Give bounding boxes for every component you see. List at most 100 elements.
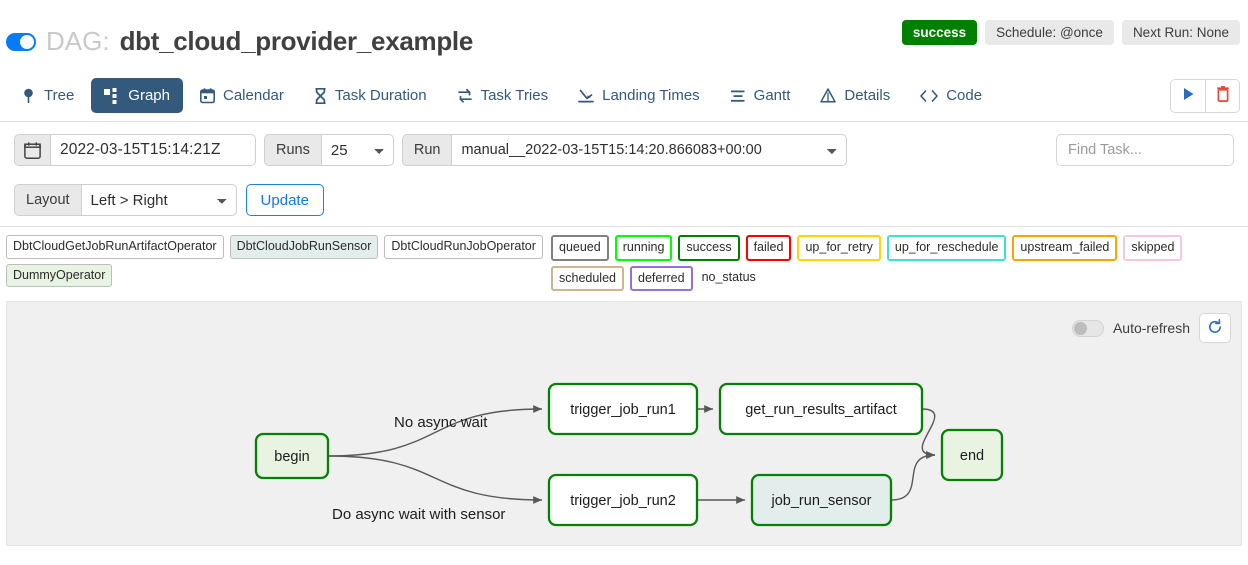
auto-refresh-toggle[interactable] bbox=[1071, 319, 1104, 337]
tab-calendar[interactable]: Calendar bbox=[187, 78, 297, 113]
calendar-icon bbox=[200, 87, 215, 104]
graph-edge-label: No async wait bbox=[394, 414, 488, 431]
dag-title: DAG: dbt_cloud_provider_example bbox=[6, 26, 473, 57]
operator-legend-chip[interactable]: DbtCloudJobRunSensor bbox=[229, 235, 379, 259]
graph-node[interactable]: trigger_job_run2 bbox=[547, 473, 699, 527]
trigger-dag-button[interactable] bbox=[1171, 79, 1205, 112]
status-legend-chip[interactable]: skipped bbox=[1123, 235, 1183, 261]
dag-label: DAG: bbox=[46, 26, 110, 56]
refresh-button[interactable] bbox=[1199, 313, 1231, 343]
graph-node[interactable]: job_run_sensor bbox=[750, 473, 893, 527]
graph-node-label: trigger_job_run2 bbox=[570, 493, 676, 509]
tab-tree[interactable]: Tree bbox=[8, 78, 87, 113]
graph-edge-labels: No async wait Do async wait with sensor bbox=[332, 414, 505, 523]
dag-name: dbt_cloud_provider_example bbox=[119, 26, 474, 56]
status-legend-chip[interactable]: success bbox=[678, 235, 740, 261]
graph-node-label: end bbox=[960, 448, 984, 464]
tab-label: Graph bbox=[128, 87, 170, 104]
next-run-badge: Next Run: None bbox=[1121, 20, 1240, 45]
update-button[interactable]: Update bbox=[245, 184, 324, 216]
graph-edges bbox=[327, 405, 936, 504]
operator-legend-chip[interactable]: DbtCloudGetJobRunArtifactOperator bbox=[6, 235, 224, 259]
refresh-icon bbox=[1207, 318, 1223, 338]
page-header: DAG: dbt_cloud_provider_example success … bbox=[0, 0, 1248, 70]
runs-label: Runs bbox=[264, 134, 322, 166]
graph-node-label: job_run_sensor bbox=[771, 493, 872, 509]
tab-label: Calendar bbox=[223, 87, 284, 104]
operator-legend-chip[interactable]: DummyOperator bbox=[6, 263, 113, 287]
tab-label: Tree bbox=[44, 87, 75, 104]
graph-node-box bbox=[547, 382, 699, 436]
hourglass-icon bbox=[314, 87, 327, 104]
dag-pause-toggle[interactable] bbox=[6, 32, 36, 51]
status-legend-chip[interactable]: scheduled bbox=[551, 265, 624, 291]
find-task-input[interactable] bbox=[1056, 134, 1234, 166]
header-badges: success Schedule: @once Next Run: None bbox=[901, 20, 1240, 45]
run-group: Run manual__2022-03-15T15:14:20.866083+0… bbox=[401, 134, 848, 166]
execution-date-group bbox=[14, 134, 256, 166]
operator-legend-chip[interactable]: DbtCloudRunJobOperator bbox=[384, 235, 543, 259]
tab-label: Task Duration bbox=[334, 87, 427, 104]
tab-label: Details bbox=[844, 87, 891, 104]
graph-edge bbox=[327, 455, 543, 504]
delete-dag-button[interactable] bbox=[1205, 79, 1239, 112]
graph-node-box bbox=[718, 382, 924, 436]
graph-node-label: trigger_job_run1 bbox=[570, 402, 676, 418]
graph-node[interactable]: trigger_job_run1 bbox=[547, 382, 699, 436]
graph-node-box bbox=[254, 432, 330, 480]
graph-node-box bbox=[940, 428, 1004, 482]
graph-node[interactable]: end bbox=[940, 428, 1004, 482]
tab-landing-times[interactable]: Landing Times bbox=[565, 78, 713, 113]
status-legend-chip[interactable]: up_for_reschedule bbox=[886, 235, 1007, 261]
tab-label: Code bbox=[946, 87, 983, 104]
graph-edge bbox=[890, 451, 936, 501]
graph-node[interactable]: get_run_results_artifact bbox=[718, 382, 924, 436]
code-icon bbox=[920, 89, 939, 103]
graph-node-label: begin bbox=[274, 449, 309, 465]
dag-graph-svg[interactable]: begin trigger_job_run1 get_run_results_art… bbox=[7, 302, 1241, 545]
status-legend-chip[interactable]: failed bbox=[745, 235, 792, 261]
tab-task-duration[interactable]: Task Duration bbox=[301, 78, 440, 113]
calendar-icon[interactable] bbox=[14, 134, 51, 166]
layout-group: Layout Left > Right bbox=[14, 184, 237, 216]
tree-icon bbox=[21, 88, 36, 104]
runs-select[interactable]: 25 bbox=[321, 134, 394, 166]
execution-date-input[interactable] bbox=[51, 134, 256, 166]
graph-node-box bbox=[547, 473, 699, 527]
status-legend-chip[interactable]: queued bbox=[551, 235, 609, 261]
gantt-icon bbox=[730, 89, 746, 103]
graph-nodes: begin trigger_job_run1 get_run_results_art… bbox=[254, 382, 1004, 527]
landing-times-icon bbox=[578, 88, 594, 104]
view-tabs: Tree Graph Calendar Task Duration Task T… bbox=[0, 70, 1248, 122]
layout-select[interactable]: Left > Right bbox=[81, 184, 237, 216]
play-icon bbox=[1182, 87, 1195, 104]
status-legend-chip[interactable]: up_for_retry bbox=[797, 235, 881, 261]
graph-icon bbox=[104, 87, 120, 104]
tab-task-tries[interactable]: Task Tries bbox=[444, 78, 562, 113]
tab-label: Gantt bbox=[753, 87, 791, 104]
graph-node-box bbox=[750, 473, 893, 527]
run-select[interactable]: manual__2022-03-15T15:14:20.866083+00:00 bbox=[452, 134, 848, 166]
dag-action-buttons bbox=[1170, 78, 1240, 113]
graph-edge-label: Do async wait with sensor bbox=[332, 506, 505, 523]
tab-label: Task Tries bbox=[480, 87, 549, 104]
schedule-badge[interactable]: Schedule: @once bbox=[985, 20, 1114, 45]
tab-gantt[interactable]: Gantt bbox=[717, 78, 804, 113]
graph-edge bbox=[327, 405, 543, 457]
run-label: Run bbox=[401, 134, 453, 166]
graph-node-label: get_run_results_artifact bbox=[745, 402, 897, 418]
tab-code[interactable]: Code bbox=[907, 78, 995, 113]
graph-node[interactable]: begin bbox=[254, 432, 330, 480]
status-legend-chip[interactable]: running bbox=[614, 235, 673, 261]
status-badge: success bbox=[901, 20, 978, 45]
status-legend-chip[interactable]: deferred bbox=[630, 265, 693, 291]
status-legend-chip[interactable]: upstream_failed bbox=[1012, 235, 1118, 261]
tab-details[interactable]: Details bbox=[807, 78, 903, 113]
filter-bar: Runs 25 Run manual__2022-03-15T15:14:20.… bbox=[0, 122, 1248, 226]
status-legend-chip[interactable]: no_status bbox=[701, 269, 756, 284]
tab-graph[interactable]: Graph bbox=[91, 78, 183, 113]
